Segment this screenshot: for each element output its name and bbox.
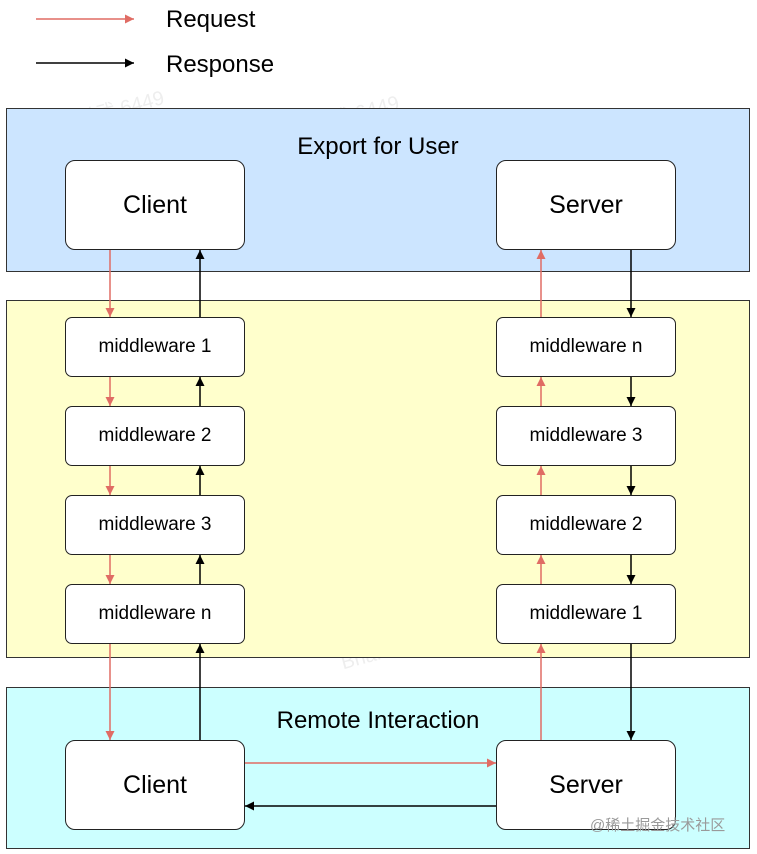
client-middleware-1: middleware 1: [65, 317, 245, 377]
source-credit: @稀土掘金技术社区: [590, 817, 726, 834]
client-middleware-2: middleware 2: [65, 406, 245, 466]
top-client-box: Client: [65, 160, 245, 250]
client-middleware-3: middleware 3: [65, 495, 245, 555]
server-middleware-3: middleware 3: [496, 406, 676, 466]
server-middleware-2: middleware 2: [496, 495, 676, 555]
legend-request-label: Request: [166, 6, 256, 33]
bottom-server-box: Server: [496, 740, 676, 830]
server-middleware-n: middleware n: [496, 317, 676, 377]
remote-interaction-title: Remote Interaction: [276, 707, 480, 734]
server-middleware-1: middleware 1: [496, 584, 676, 644]
client-middleware-n: middleware n: [65, 584, 245, 644]
export-for-user-title: Export for User: [297, 133, 459, 160]
bottom-client-box: Client: [65, 740, 245, 830]
top-server-box: Server: [496, 160, 676, 250]
legend-response-label: Response: [166, 51, 275, 78]
